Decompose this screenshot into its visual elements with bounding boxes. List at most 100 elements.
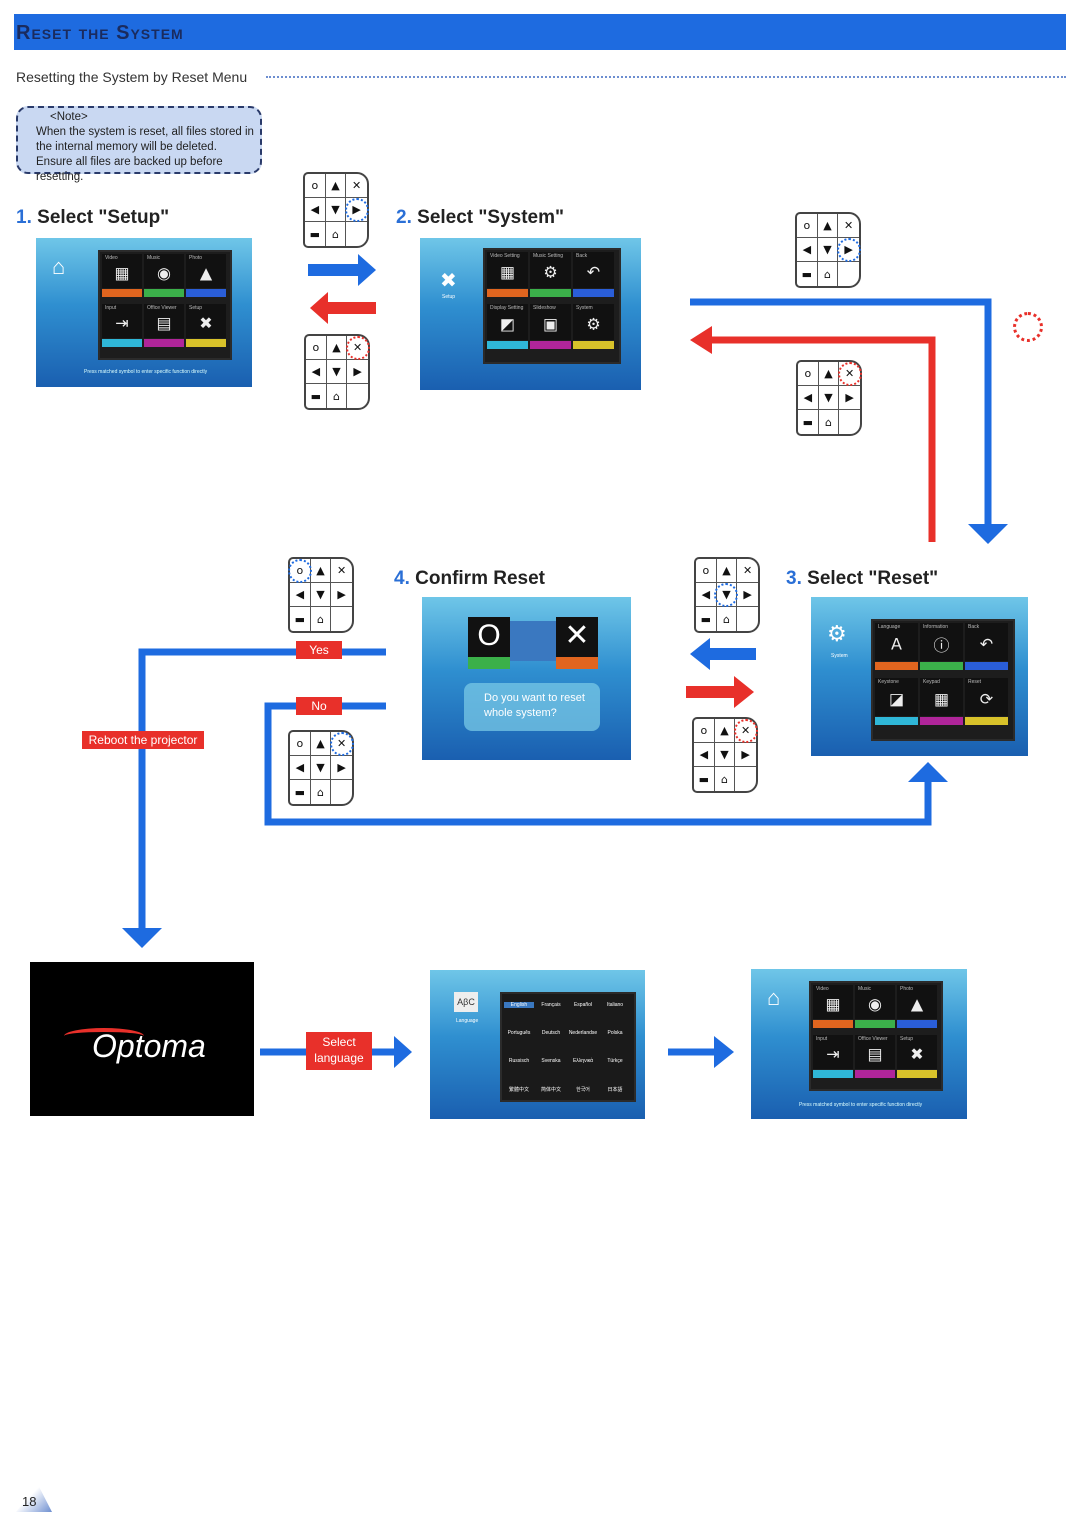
step-1-number: 1.: [16, 207, 32, 228]
gear-icon: ⚙: [543, 262, 558, 282]
keypad-key: ✕: [347, 336, 368, 360]
back-icon: ↶: [979, 634, 994, 654]
gap-panel: [510, 621, 556, 661]
input-icon: ⇥: [826, 1044, 840, 1064]
keypad-key: ⌂: [311, 780, 332, 804]
step-4-text: Confirm Reset: [415, 568, 545, 589]
arrow-no-path: [264, 702, 932, 826]
language-item: Nederlandse: [568, 1030, 598, 1036]
arrow-bottom-1-head: [394, 1036, 412, 1068]
note-title: <Note>: [50, 111, 88, 123]
dotted-rule: [266, 76, 1066, 78]
bar-blue: [186, 289, 226, 297]
main-footer-final: Press matched symbol to enter specific f…: [799, 1102, 923, 1108]
language-item: 日本語: [607, 1087, 623, 1093]
language-item: 简体中文: [540, 1087, 561, 1093]
keypad-key: ▬: [305, 222, 326, 246]
bar-magenta: [144, 339, 184, 347]
display-icon: ◩: [499, 314, 516, 334]
screen-confirm: O ✕ Do you want to reset whole system?: [422, 597, 631, 760]
keypad-key: ▼: [714, 743, 736, 767]
arrow-red-left-head: [690, 326, 712, 354]
keypad-key: ✕: [839, 362, 860, 386]
section-subtitle: Resetting the System by Reset Menu: [16, 69, 248, 85]
home-icon: ⌂: [767, 985, 781, 1010]
photo-icon: ▲: [199, 263, 213, 283]
language-item: Svenska: [541, 1058, 561, 1064]
keypad-key: o: [306, 336, 327, 360]
arrow-left-red-1: [310, 292, 376, 324]
arrow-yes-path: [138, 648, 386, 930]
keypad-key: ▲: [817, 214, 839, 238]
keypad-key: ⌂: [326, 222, 347, 246]
highlight-marker: [1013, 312, 1043, 342]
screen-main-menu: ⌂ Video▦ Music◉ Photo▲ Input⇥ Office Vie…: [36, 238, 252, 387]
keypad-key: ▼: [310, 756, 332, 780]
boot-screen: Optoma: [30, 962, 254, 1116]
keypad-key: ⌂: [311, 607, 332, 631]
arrow-red-left-path: [712, 336, 936, 542]
keypad-key: ✕: [737, 559, 758, 583]
step-2-number: 2.: [396, 207, 412, 228]
keystone-icon: ◪: [888, 689, 905, 709]
keypad-key: ▶: [735, 743, 756, 767]
tile-input: Input⇥: [102, 304, 142, 338]
keypad-key: ✕: [331, 732, 352, 756]
keypad-exit-no: o▲✕◀▼▶▬⌂: [288, 730, 354, 806]
keypad-right-2: o▲✕◀▼▶▬⌂: [795, 212, 861, 288]
film-icon: ▦: [825, 994, 841, 1014]
select-language-line-1: Select: [322, 1035, 356, 1049]
keypad-key: ⌂: [715, 767, 736, 791]
document-icon: ▤: [867, 1044, 883, 1064]
language-item: English: [504, 1002, 534, 1008]
keypad-key: o: [290, 559, 311, 583]
cancel-bar: [556, 657, 598, 669]
select-language-tag: Select language: [306, 1032, 372, 1070]
photo-icon: ▲: [910, 994, 924, 1014]
tile-video: Video▦: [102, 254, 142, 288]
yes-tag: Yes: [296, 641, 342, 659]
confirm-line-2: whole system?: [484, 707, 557, 719]
keypad-exit-2: o▲✕◀▼▶▬⌂: [796, 360, 862, 436]
step-4-number: 4.: [394, 568, 410, 589]
language-icon: A: [891, 634, 902, 654]
keypad-key: o: [305, 174, 326, 198]
back-icon: ↶: [586, 262, 601, 282]
language-item: Deutsch: [541, 1030, 561, 1036]
keypad-key: o: [290, 732, 311, 756]
keypad-key: ▼: [716, 583, 738, 607]
language-item: Português: [507, 1030, 531, 1036]
ok-icon: O: [468, 617, 510, 657]
cancel-icon: ✕: [556, 617, 598, 657]
keypad-key: ▬: [290, 607, 311, 631]
arrow-left-blue-2: [690, 638, 756, 670]
setup-panel: Video Setting▦ Music Setting⚙ Back↶ Disp…: [483, 248, 621, 364]
page-title: Reset the System: [16, 22, 184, 44]
keypad-exit-1: o▲✕◀▼▶▬⌂: [304, 334, 370, 410]
bar-green: [144, 289, 184, 297]
input-icon: ⇥: [115, 313, 129, 333]
language-item: Ελληνικά: [572, 1058, 594, 1064]
document-icon: ▤: [156, 313, 172, 333]
keypad-key: ▲: [310, 559, 332, 583]
main-footer: Press matched symbol to enter specific f…: [84, 369, 208, 375]
main-menu-panel: Video▦ Music◉ Photo▲ Input⇥ Office Viewe…: [98, 250, 232, 360]
keypad-ok-yes: o▲✕◀▼▶▬⌂: [288, 557, 354, 633]
keypad-exit-3: o▲✕◀▼▶▬⌂: [692, 717, 758, 793]
arrow-right-red-2: [686, 676, 754, 708]
keypad-key: ▼: [326, 360, 348, 384]
keypad-key: o: [798, 362, 819, 386]
tools-icon: ✖: [199, 313, 213, 333]
keypad-key: ◀: [694, 743, 715, 767]
keypad-key: ▶: [347, 360, 368, 384]
confirm-dialog: Do you want to reset whole system?: [464, 683, 600, 731]
ok-bar: [468, 657, 510, 669]
gear-icon: ⚙: [586, 314, 601, 334]
language-item: Italiano: [606, 1002, 624, 1008]
step-4-label: 4. Confirm Reset: [394, 568, 545, 590]
arrow-blue-down-path: [690, 298, 992, 526]
note-text: When the system is reset, all files stor…: [36, 126, 254, 183]
